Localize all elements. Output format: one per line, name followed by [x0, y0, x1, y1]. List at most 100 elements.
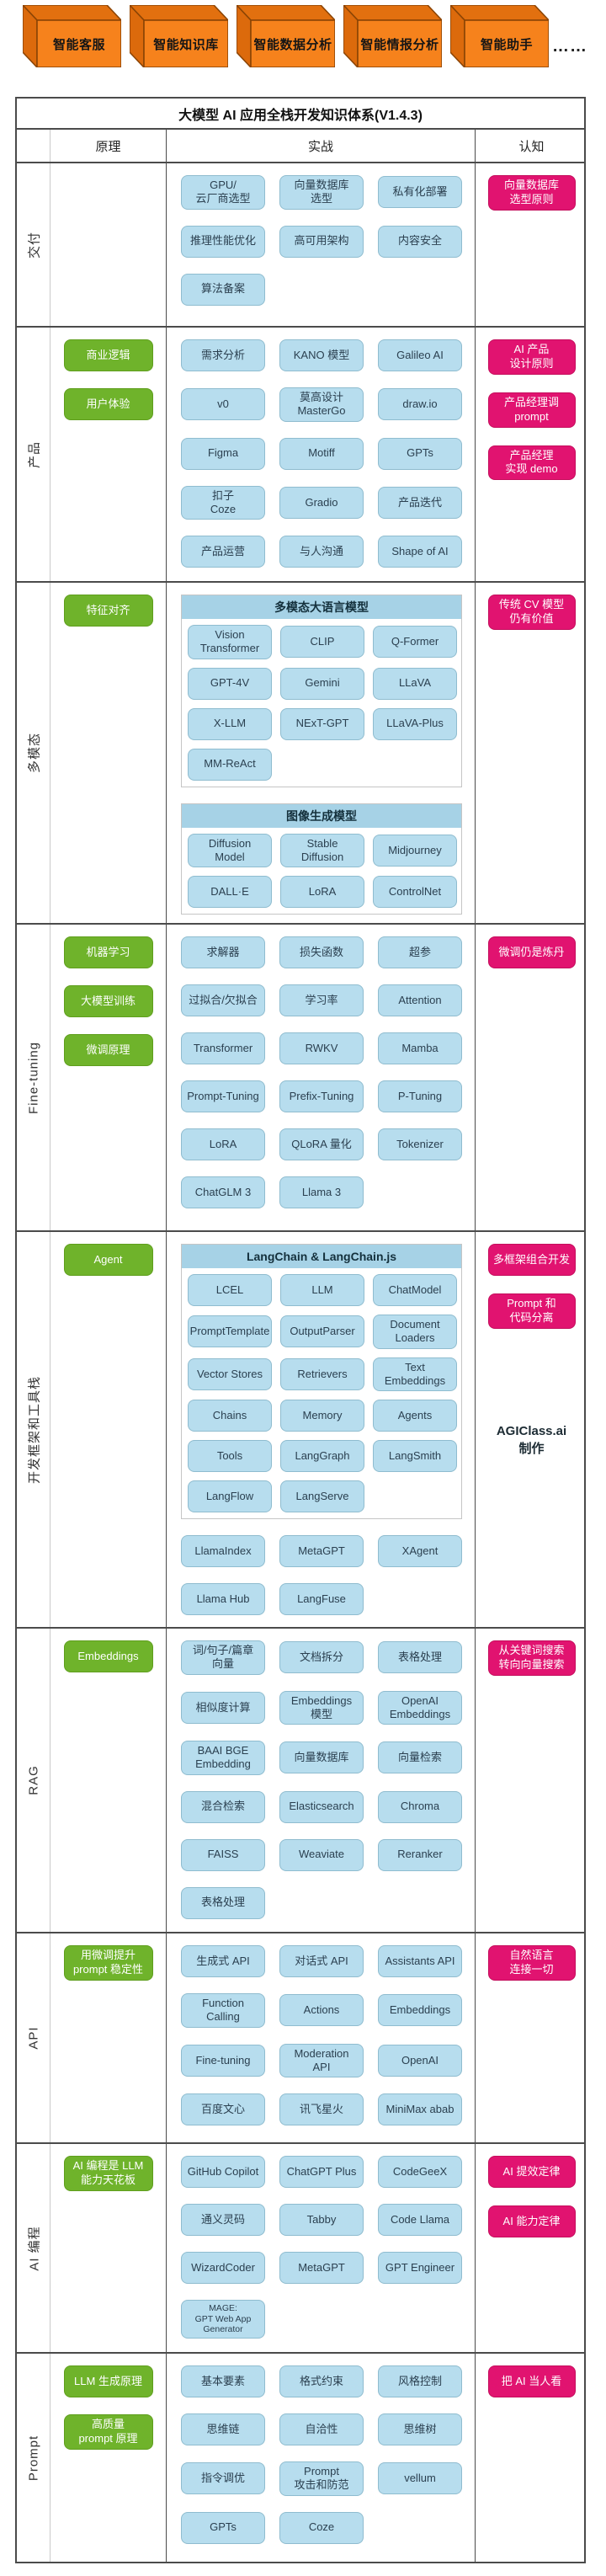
practice-chip: Assistants API: [378, 1945, 462, 1977]
app-box: 智能客服: [23, 5, 121, 67]
practice-chip: Prompt-Tuning: [181, 1080, 265, 1112]
practice-chip: Llama Hub: [181, 1583, 265, 1615]
practice-chip: BAAI BGE Embedding: [181, 1741, 265, 1775]
table-row-AI 编程: AI 编程AI 编程是 LLM 能力天花板GitHub CopilotChatG…: [17, 2142, 584, 2352]
principle-chip: Embeddings: [63, 1640, 153, 1672]
row-label: AI 编程: [27, 2225, 41, 2271]
practice-chip: 通义灵码: [181, 2204, 265, 2236]
principle-chip: 高质量 prompt 原理: [63, 2414, 153, 2450]
practice-chip: 学习率: [279, 984, 364, 1016]
column-header-principle: 原理: [50, 130, 167, 162]
practice-chip: 损失函数: [279, 936, 364, 968]
app-box-shape: [237, 5, 335, 67]
chip-row: 表格处理: [181, 1886, 475, 1919]
practice-chip: Prefix-Tuning: [279, 1080, 364, 1112]
row-label-cell: 产品: [17, 328, 50, 581]
practice-chip: 需求分析: [181, 339, 265, 371]
practice-chip: 私有化部署: [378, 176, 462, 209]
practice-chip: MM-ReAct: [188, 748, 272, 781]
cognition-cell: 传统 CV 模型 仍有价值: [476, 583, 587, 923]
row-label-cell: Prompt: [17, 2354, 50, 2562]
practice-chip: Actions: [279, 1994, 364, 2027]
maker-credit: AGIClass.ai 制作: [496, 1423, 567, 1456]
principle-cell: LLM 生成原理高质量 prompt 原理: [50, 2354, 167, 2562]
practice-chip: Elasticsearch: [279, 1790, 364, 1823]
practice-chip: Weaviate: [279, 1838, 364, 1871]
practice-chip: Transformer: [181, 1032, 265, 1064]
cognition-chip: 产品经理调 prompt: [487, 392, 576, 428]
chip-row: 基本要素格式约束风格控制: [181, 2365, 475, 2397]
row-label-cell: 交付: [17, 163, 50, 326]
chip-row: 推理性能优化高可用架构内容安全: [181, 225, 475, 258]
practice-chip: v0: [181, 388, 265, 421]
cognition-chip: Prompt 和 代码分离: [487, 1293, 576, 1329]
practice-chip: Memory: [280, 1400, 364, 1432]
practice-chip: Embeddings: [378, 1994, 462, 2027]
row-label-cell: API: [17, 1933, 50, 2142]
practice-chip: Retrievers: [280, 1357, 364, 1390]
practice-chip: 对话式 API: [279, 1945, 364, 1977]
practice-chip: 表格处理: [378, 1641, 462, 1674]
cognition-chip: 向量数据库 选型原则: [487, 175, 576, 211]
practice-chip: 混合检索: [181, 1790, 265, 1823]
practice-chip: OutputParser: [280, 1315, 364, 1348]
practice-chip: Figma: [181, 437, 265, 470]
app-box-label: 智能助手: [480, 37, 533, 52]
chip-row: MM-ReAct: [188, 748, 455, 781]
row-label-cell: RAG: [17, 1629, 50, 1932]
practice-chip: draw.io: [378, 388, 462, 421]
practice-chip: 与人沟通: [279, 536, 364, 568]
practice-chip: 高可用架构: [279, 225, 364, 258]
column-header-practice: 实战: [167, 130, 476, 162]
practice-chip: LLM: [280, 1274, 364, 1306]
practice-chip: Coze: [279, 2511, 364, 2544]
practice-chip: GPT Engineer: [378, 2252, 462, 2284]
principle-chip: LLM 生成原理: [63, 2365, 153, 2397]
practice-chip: LlamaIndex: [181, 1535, 265, 1567]
principle-chip: 用微调提升 prompt 稳定性: [63, 1945, 153, 1981]
practice-chip: 百度文心: [181, 2093, 265, 2125]
principle-cell: Agent: [50, 1232, 167, 1627]
practice-chip: Attention: [378, 984, 462, 1016]
practice-chip: 内容安全: [378, 225, 462, 258]
app-box-label: 智能客服: [52, 37, 105, 52]
cognition-chip: 传统 CV 模型 仍有价值: [487, 595, 576, 630]
practice-chip: 表格处理: [181, 1886, 265, 1919]
practice-chip: 向量检索: [378, 1741, 462, 1774]
row-label: Fine-tuning: [26, 1041, 40, 1114]
practice-chip: LLaVA-Plus: [373, 707, 457, 740]
practice-chip: Gemini: [280, 667, 364, 700]
practice-chip: Gradio: [279, 486, 364, 519]
practice-chip: GPTs: [378, 437, 462, 470]
app-box-shape: [343, 5, 442, 67]
row-label: API: [26, 2026, 40, 2050]
